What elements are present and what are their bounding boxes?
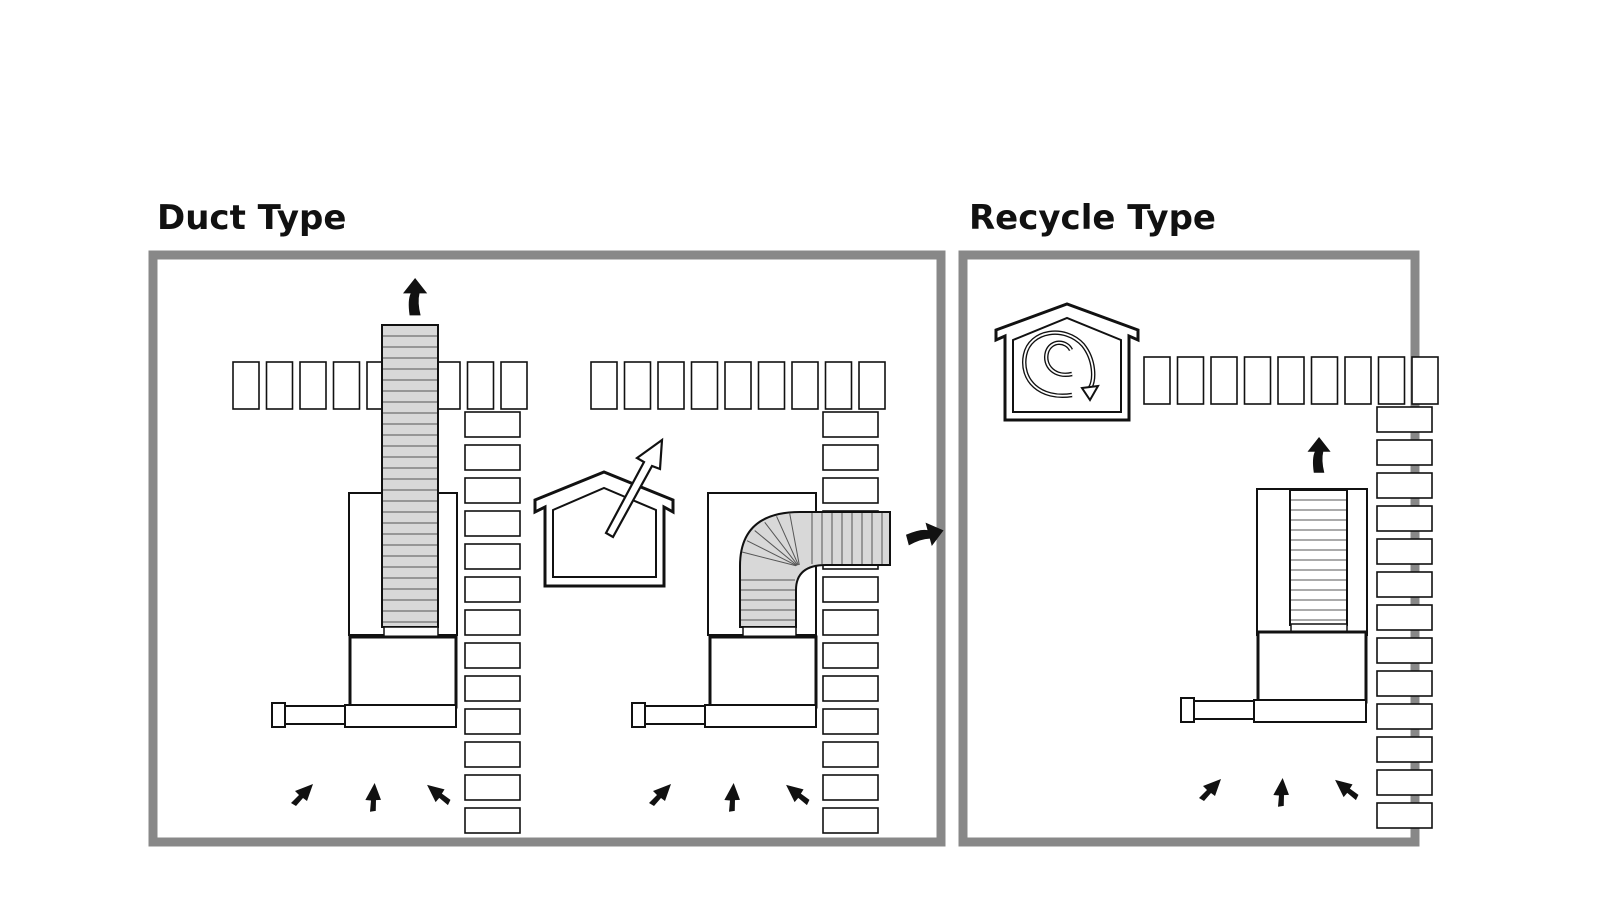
ceiling-brick	[657, 361, 685, 410]
ceiling-brick	[1310, 356, 1339, 405]
wall-brick	[822, 741, 879, 768]
wall-brick	[464, 708, 521, 735]
wall-brick	[464, 477, 521, 504]
ceiling-brick	[1411, 356, 1439, 405]
ceiling-brick	[824, 361, 853, 410]
left-range-hood	[348, 635, 458, 709]
wall-brick	[1376, 571, 1433, 598]
airflow-arrow-icon	[716, 783, 748, 815]
wall-brick	[464, 675, 521, 702]
ceiling-brick	[724, 361, 752, 410]
ceiling-brick	[1377, 356, 1406, 405]
wall-brick	[1376, 769, 1433, 796]
wall-brick	[464, 609, 521, 636]
airflow-arrow-icon	[427, 782, 451, 807]
wall-brick	[1376, 604, 1433, 631]
ceiling-brick	[791, 361, 819, 410]
recycle-filter	[1289, 489, 1348, 626]
recycle-hood-handle	[1191, 700, 1255, 720]
right-ceiling-bricks	[590, 361, 886, 410]
wall-brick	[1376, 538, 1433, 565]
ceiling-brick	[332, 361, 361, 410]
exhaust-up-arrow-icon	[403, 278, 428, 316]
duct-type-title: Duct Type	[157, 198, 347, 238]
wall-brick	[1376, 505, 1433, 532]
left-wall-bricks	[464, 411, 521, 834]
recirculation-house-icon	[994, 302, 1140, 422]
wall-brick	[822, 609, 879, 636]
wall-brick	[1376, 439, 1433, 466]
recycle-hood-handle-end	[1180, 697, 1195, 723]
wall-brick	[822, 642, 879, 669]
wall-brick	[822, 444, 879, 471]
ceiling-brick	[858, 361, 886, 410]
wall-brick	[464, 543, 521, 570]
wall-brick	[1376, 406, 1433, 433]
recycle-wall-bricks	[1376, 406, 1433, 829]
wall-brick	[822, 675, 879, 702]
ceiling-brick	[466, 361, 495, 410]
recycle-up-arrow-icon	[1307, 437, 1331, 473]
wall-brick	[464, 642, 521, 669]
wall-brick	[822, 708, 879, 735]
left-hood-handle	[282, 705, 346, 725]
recycle-hood-base	[1253, 699, 1367, 723]
ceiling-brick	[1344, 356, 1372, 405]
airflow-arrow-icon	[291, 784, 313, 806]
wall-brick	[822, 477, 879, 504]
ceiling-brick	[1243, 356, 1272, 405]
wall-brick	[464, 576, 521, 603]
wall-brick	[464, 444, 521, 471]
ceiling-brick	[232, 361, 260, 410]
ceiling-brick	[299, 361, 327, 410]
airflow-arrow-icon	[1335, 777, 1359, 802]
left-hood-handle-end	[271, 702, 286, 728]
ceiling-brick	[623, 361, 652, 410]
wall-brick	[822, 807, 879, 834]
wall-brick	[1376, 736, 1433, 763]
wall-brick	[464, 774, 521, 801]
wall-brick	[464, 411, 521, 438]
recycle-ceiling-bricks	[1143, 356, 1439, 405]
wall-brick	[1376, 670, 1433, 697]
wall-brick	[1376, 802, 1433, 829]
right-hood-base	[704, 704, 817, 728]
wall-brick	[822, 576, 879, 603]
right-range-hood	[708, 635, 818, 709]
ceiling-brick	[265, 361, 294, 410]
right-hood-handle	[642, 705, 706, 725]
left-hood-base	[344, 704, 457, 728]
ceiling-brick	[1143, 356, 1171, 405]
wall-brick	[1376, 703, 1433, 730]
ceiling-brick	[757, 361, 786, 410]
wall-brick	[464, 741, 521, 768]
recycle-type-title: Recycle Type	[969, 198, 1216, 238]
wall-brick	[464, 807, 521, 834]
outdoor-exhaust-house-icon	[533, 437, 675, 588]
right-hood-handle-end	[631, 702, 646, 728]
ceiling-brick	[1210, 356, 1238, 405]
left-ceiling-bricks	[232, 361, 528, 410]
airflow-arrow-icon	[1199, 779, 1221, 801]
wall-brick	[1376, 637, 1433, 664]
wall-brick	[464, 510, 521, 537]
airflow-arrow-icon	[649, 784, 671, 806]
left-vertical-duct	[381, 324, 439, 628]
duct-type-frame	[148, 250, 946, 847]
wall-brick	[822, 774, 879, 801]
right-wall-bricks	[822, 411, 879, 834]
wall-brick	[1376, 472, 1433, 499]
airflow-arrow-icon	[357, 783, 389, 815]
ceiling-brick	[1277, 356, 1305, 405]
ceiling-brick	[590, 361, 618, 410]
ceiling-brick	[1176, 356, 1205, 405]
wall-brick	[822, 411, 879, 438]
right-elbow-duct	[739, 511, 891, 628]
ceiling-brick	[500, 361, 528, 410]
recycle-range-hood	[1256, 630, 1368, 704]
ceiling-brick	[690, 361, 719, 410]
airflow-arrow-icon	[1265, 778, 1297, 810]
airflow-arrow-icon	[786, 782, 810, 807]
